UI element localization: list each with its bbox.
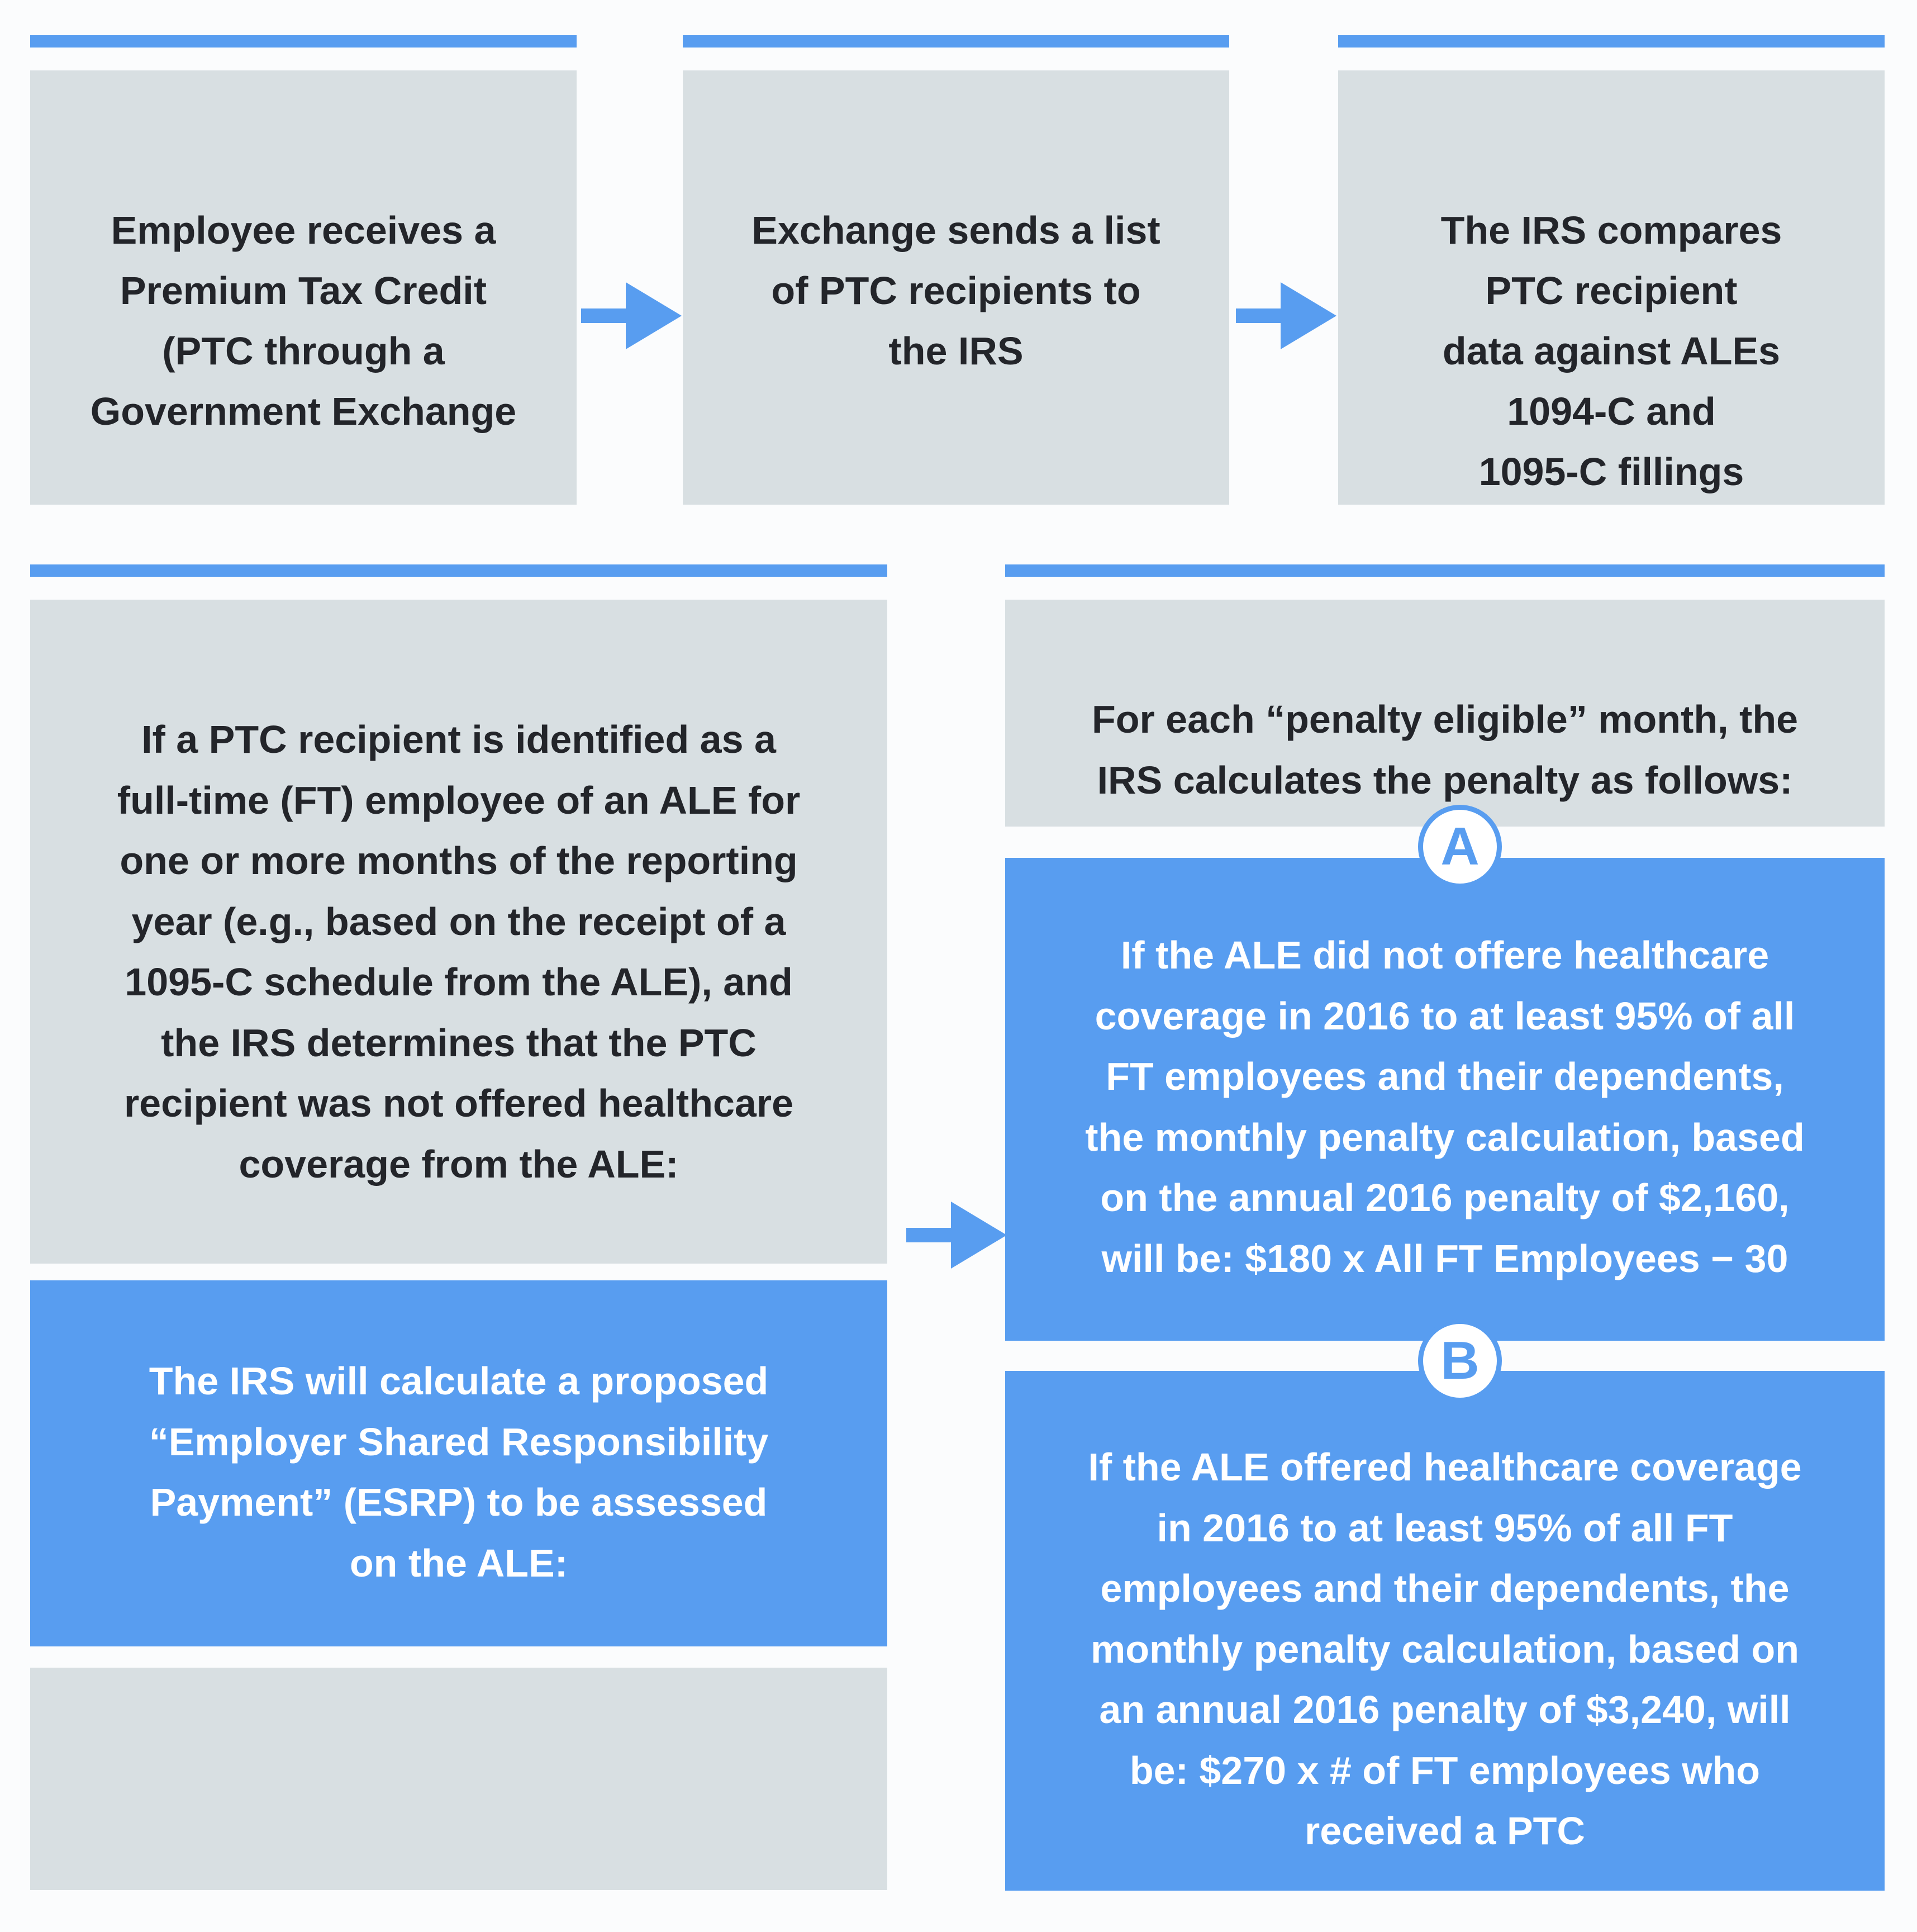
option-b-box: If the ALE offered healthcare coverage i…: [1005, 1371, 1885, 1891]
accent-bar-left-column: [30, 564, 887, 577]
esrp-text: The IRS will calculate a proposed “Emplo…: [149, 1359, 769, 1585]
accent-bar-right-column: [1005, 564, 1885, 577]
badge-a: A: [1418, 805, 1502, 889]
badge-b: B: [1418, 1319, 1502, 1403]
empty-placeholder-box: [30, 1668, 887, 1890]
accent-bar-step1: [30, 35, 577, 48]
accent-bar-step2: [683, 35, 1229, 48]
esrp-box: The IRS will calculate a proposed “Emplo…: [30, 1280, 887, 1646]
option-a-box: If the ALE did not offere healthcare cov…: [1005, 858, 1885, 1341]
identification-box: If a PTC recipient is identified as a fu…: [30, 600, 887, 1264]
penalty-intro-text: For each “penalty eligible” month, the I…: [1091, 697, 1799, 802]
step-3-box: The IRS compares PTC recipient data agai…: [1338, 70, 1885, 505]
step-2-box: Exchange sends a list of PTC recipients …: [683, 70, 1229, 505]
step-1-box: Employee receives a Premium Tax Credit (…: [30, 70, 577, 505]
arrow-right-icon: [581, 282, 682, 349]
arrow-right-icon: [906, 1202, 1007, 1269]
option-a-text: If the ALE did not offere healthcare cov…: [1085, 933, 1805, 1280]
option-b-text: If the ALE offered healthcare coverage i…: [1088, 1445, 1802, 1853]
penalty-intro-box: For each “penalty eligible” month, the I…: [1005, 600, 1885, 827]
identification-text: If a PTC recipient is identified as a fu…: [117, 718, 801, 1186]
accent-bar-step3: [1338, 35, 1885, 48]
step-1-text: Employee receives a Premium Tax Credit (…: [90, 208, 517, 433]
step-3-text: The IRS compares PTC recipient data agai…: [1440, 208, 1782, 493]
arrow-right-icon: [1236, 282, 1336, 349]
step-2-text: Exchange sends a list of PTC recipients …: [751, 208, 1160, 373]
